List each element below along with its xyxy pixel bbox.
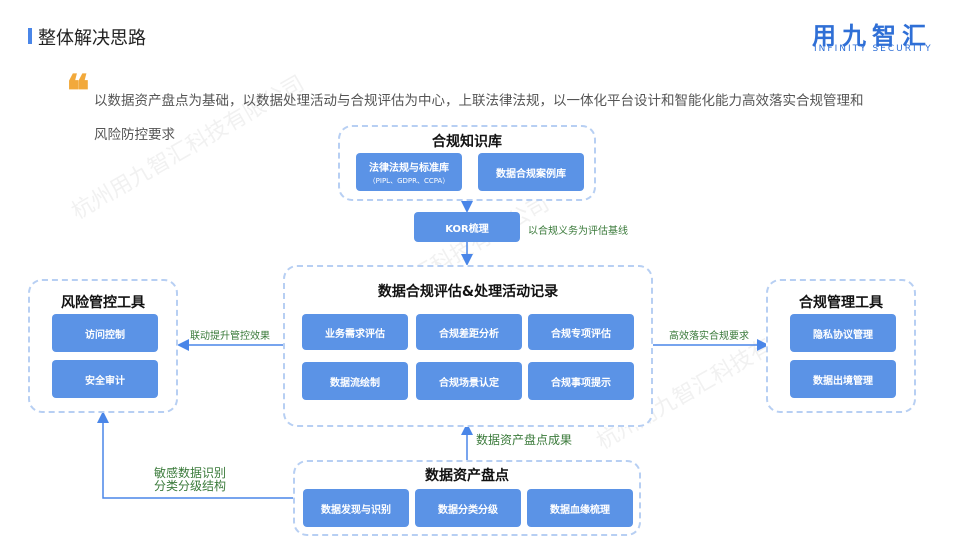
inventory-item[interactable]: 数据发现与识别 xyxy=(303,489,409,527)
center-item[interactable]: 合规差距分析 xyxy=(416,314,522,350)
compliance-tools-title: 合规管理工具 xyxy=(799,295,883,311)
center-item[interactable]: 合规事项提示 xyxy=(528,362,634,400)
kb-item-laws-label: 法律法规与标准库 xyxy=(369,162,449,174)
risk-tools-group: 风险管控工具 访问控制 安全审计 xyxy=(28,279,178,413)
inventory-side-label-1: 敏感数据识别 xyxy=(154,466,227,480)
risk-item-audit[interactable]: 安全审计 xyxy=(52,360,158,398)
title-accent-bar xyxy=(28,28,32,44)
inventory-edge-label: 数据资产盘点成果 xyxy=(476,433,573,447)
center-item[interactable]: 数据流绘制 xyxy=(302,362,408,400)
compliance-edge-label: 高效落实合规要求 xyxy=(669,331,749,342)
compliance-item-privacy[interactable]: 隐私协议管理 xyxy=(790,314,896,352)
arrow-inventory-to-risk xyxy=(97,411,294,499)
intro-line-1: 以数据资产盘点为基础，以数据处理活动与合规评估为中心，上联法律法规，以一体化平台… xyxy=(94,93,864,109)
inventory-item[interactable]: 数据分类分级 xyxy=(415,489,521,527)
inventory-side-label-2: 分类分级结构 xyxy=(154,479,227,493)
knowledge-base-title: 合规知识库 xyxy=(432,134,502,150)
risk-edge-label: 联动提升管控效果 xyxy=(190,331,270,342)
center-group: 数据合规评估&处理活动记录 业务需求评估 合规差距分析 合规专项评估 数据流绘制… xyxy=(283,265,653,427)
center-item[interactable]: 合规场景认定 xyxy=(416,362,522,400)
inventory-group: 数据资产盘点 数据发现与识别 数据分类分级 数据血缘梳理 xyxy=(293,460,641,536)
center-title: 数据合规评估&处理活动记录 xyxy=(377,284,559,300)
risk-tools-title: 风险管控工具 xyxy=(61,295,145,311)
compliance-tools-group: 合规管理工具 隐私协议管理 数据出境管理 xyxy=(766,279,916,413)
kb-item-cases[interactable]: 数据合规案例库 xyxy=(478,153,584,191)
risk-item-access-control[interactable]: 访问控制 xyxy=(52,314,158,352)
inventory-title: 数据资产盘点 xyxy=(425,468,509,484)
intro-text: 以数据资产盘点为基础，以数据处理活动与合规评估为中心，上联法律法规，以一体化平台… xyxy=(94,84,914,152)
logo-tagline: INFINITY SECURITY xyxy=(814,44,933,54)
knowledge-base-group: 合规知识库 法律法规与标准库 （PIPL、GDPR、CCPA） 数据合规案例库 xyxy=(338,125,596,201)
page-title: 整体解决思路 xyxy=(38,28,146,49)
intro-line-2: 风险防控要求 xyxy=(94,127,175,143)
center-item[interactable]: 业务需求评估 xyxy=(302,314,408,350)
inventory-item[interactable]: 数据血缘梳理 xyxy=(527,489,633,527)
kor-note: 以合规义务为评估基线 xyxy=(528,226,628,237)
quote-icon: ❝ xyxy=(66,66,90,117)
center-item[interactable]: 合规专项评估 xyxy=(528,314,634,350)
inventory-side-label: 敏感数据识别 分类分级结构 xyxy=(154,466,227,493)
kb-item-laws-sub: （PIPL、GDPR、CCPA） xyxy=(368,176,450,185)
kb-item-laws[interactable]: 法律法规与标准库 （PIPL、GDPR、CCPA） xyxy=(356,153,462,191)
compliance-item-crossborder[interactable]: 数据出境管理 xyxy=(790,360,896,398)
logo-text: 用九智汇 xyxy=(812,22,932,50)
kor-box[interactable]: KOR梳理 xyxy=(414,212,520,242)
